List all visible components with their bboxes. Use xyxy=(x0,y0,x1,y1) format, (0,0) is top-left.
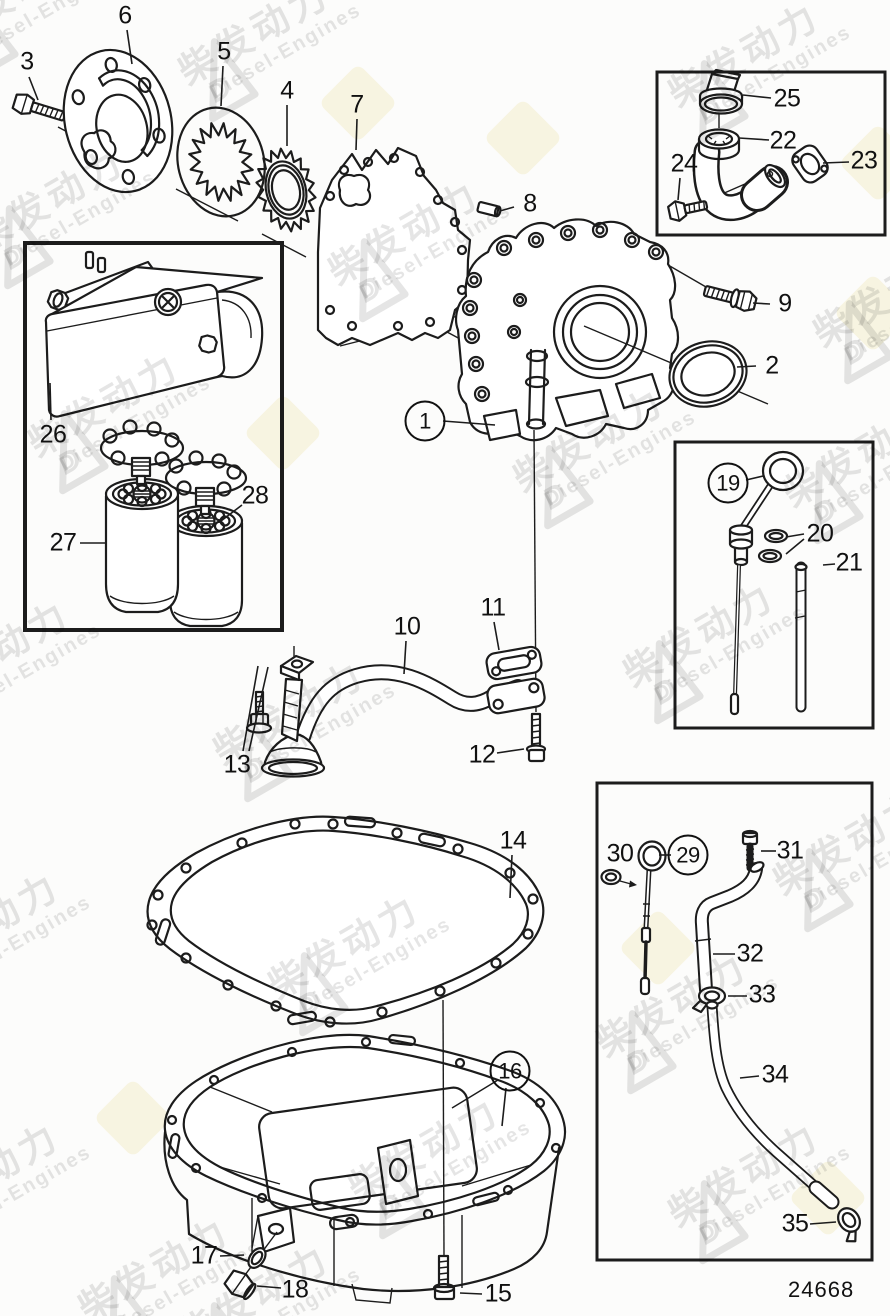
callout-24: 24 xyxy=(670,149,698,178)
inner-rotor-5 xyxy=(166,98,276,225)
callout-1: 1 xyxy=(404,400,446,442)
dipstick-tube-upper-32 xyxy=(694,861,765,997)
bolt-15 xyxy=(432,1254,456,1301)
bolt-31 xyxy=(741,829,759,872)
filler-neck-box xyxy=(655,68,887,237)
filler-cap-25 xyxy=(698,68,744,115)
callout-14: 14 xyxy=(499,826,527,855)
callout-27: 27 xyxy=(49,528,77,557)
callout-15: 15 xyxy=(484,1279,512,1308)
callout-13: 13 xyxy=(223,750,251,779)
callout-8: 8 xyxy=(523,189,537,218)
callout-16: 16 xyxy=(489,1050,531,1092)
callout-12: 12 xyxy=(468,740,496,769)
bolt-bosses xyxy=(461,221,665,403)
dipstick-box-1 xyxy=(673,440,875,730)
callout-21: 21 xyxy=(835,548,863,577)
callout-33: 33 xyxy=(748,980,776,1009)
callout-4: 4 xyxy=(280,76,294,105)
callout-23: 23 xyxy=(850,146,878,175)
gasket-7 xyxy=(316,146,472,347)
oil-pump-housing-1 xyxy=(455,218,680,442)
seal-ring-2 xyxy=(668,340,748,408)
fitting-35 xyxy=(837,1207,861,1243)
axis-line-pan xyxy=(442,999,445,1257)
callout-29: 29 xyxy=(667,834,709,876)
callout-26: 26 xyxy=(39,420,67,449)
callout-11: 11 xyxy=(480,593,506,622)
gasket-23 xyxy=(791,144,829,184)
dipstick-19 xyxy=(728,450,805,716)
bolt-24 xyxy=(667,200,709,222)
o-rings-20 xyxy=(757,528,789,564)
callout-3: 3 xyxy=(20,47,34,76)
outer-rotor-4 xyxy=(248,143,323,237)
gasket-11 xyxy=(485,645,543,681)
callout-2: 2 xyxy=(765,351,779,380)
oil-pan-gasket-14 xyxy=(146,815,545,1028)
callout-30: 30 xyxy=(606,839,634,868)
callout-28: 28 xyxy=(241,481,269,510)
callout-7: 7 xyxy=(350,90,364,119)
drain-plug-18 xyxy=(223,1269,257,1301)
washer-17 xyxy=(247,1247,267,1269)
oil-filter-27 xyxy=(104,477,180,614)
bolt-12 xyxy=(525,712,547,763)
dipstick-tube-21 xyxy=(794,561,808,713)
leader-lines xyxy=(28,29,850,1295)
clamp-33 xyxy=(691,986,727,1014)
callout-19: 19 xyxy=(707,462,749,504)
callout-22: 22 xyxy=(769,126,797,155)
pipe-flange xyxy=(486,677,546,715)
callout-17: 17 xyxy=(190,1241,218,1270)
callout-34: 34 xyxy=(761,1060,789,1089)
bolt-9 xyxy=(702,285,758,312)
oil-cooler-26 xyxy=(44,250,264,516)
callout-32: 32 xyxy=(736,939,764,968)
callout-20: 20 xyxy=(806,519,834,548)
callout-9: 9 xyxy=(778,289,792,318)
bolt-3 xyxy=(11,93,67,122)
oil-pan-16 xyxy=(163,1033,567,1304)
suction-pipe-10 xyxy=(260,654,526,778)
callout-35: 35 xyxy=(781,1209,809,1238)
drawing-number: 24668 xyxy=(788,1277,855,1302)
callout-10: 10 xyxy=(393,612,421,641)
dipstick-tube-lower-34 xyxy=(705,1000,840,1210)
callout-5: 5 xyxy=(217,37,231,66)
seal-22 xyxy=(697,128,741,161)
o-ring-30 xyxy=(600,868,637,888)
dipstick-29 xyxy=(637,840,667,996)
oil-cooler-filter-box xyxy=(23,241,284,632)
callout-18: 18 xyxy=(281,1275,309,1304)
callout-6: 6 xyxy=(118,1,132,30)
callout-31: 31 xyxy=(776,836,804,865)
pump-cover-plate-6 xyxy=(62,48,174,194)
dipstick-box-2 xyxy=(595,781,874,1262)
callout-25: 25 xyxy=(773,84,801,113)
oil-filter-28 xyxy=(168,504,244,628)
pin-8 xyxy=(476,201,502,218)
